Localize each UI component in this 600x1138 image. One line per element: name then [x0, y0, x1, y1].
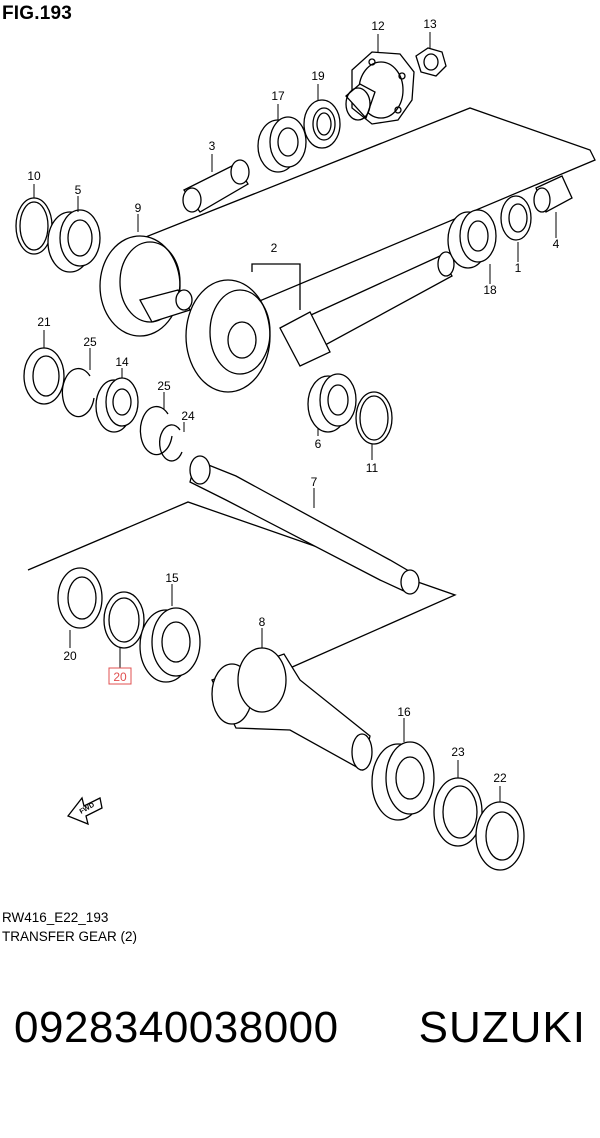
callout-7: 7: [311, 475, 318, 489]
part-2-ring-gear: [185, 279, 271, 393]
callout-22: 22: [493, 771, 507, 785]
callout-8: 8: [259, 615, 266, 629]
part-17-bearing: [257, 116, 307, 173]
callout-9: 9: [135, 201, 142, 215]
part-18-bearing: [447, 209, 497, 269]
callout-10: 10: [27, 169, 41, 183]
callout-2: 2: [271, 241, 278, 255]
part-5-bearing: [47, 209, 101, 273]
part-25-snap-ring-a: [61, 367, 95, 418]
callout-11: 11: [366, 461, 379, 475]
part-1-seal: [500, 195, 532, 241]
part-23-ring: [433, 777, 483, 847]
fig-title: FIG.193: [2, 3, 73, 24]
part-9-gear: [99, 235, 193, 337]
callout-12: 12: [371, 19, 385, 33]
part-2-pinion-shaft: [279, 251, 455, 367]
callout-21: 21: [37, 315, 51, 329]
callout-6: 6: [315, 437, 322, 451]
part-11-ring: [355, 391, 393, 445]
part-4-sleeve: [533, 175, 573, 213]
part-24-ring: [159, 424, 183, 462]
part-10-ring: [15, 197, 53, 255]
callout-5: 5: [75, 183, 82, 197]
part-number: 0928340038000: [14, 1003, 339, 1052]
callout-15: 15: [165, 571, 179, 585]
callout-leaders: [33, 32, 557, 802]
callout-13: 13: [423, 17, 437, 31]
part-15-bearing: [139, 607, 201, 683]
part-20-seal-highlighted: [103, 591, 145, 649]
callout-20: 20: [63, 649, 77, 663]
diagram-code: RW416_E22_193: [2, 910, 109, 925]
part-13-nut: [415, 47, 447, 77]
callout-20-highlighted: 20: [113, 670, 127, 684]
callout-23: 23: [451, 745, 465, 759]
diagram-caption: TRANSFER GEAR (2): [2, 929, 138, 944]
part-14-bearing: [95, 377, 139, 433]
callout-25-lower: 25: [157, 379, 171, 393]
callout-1: 1: [515, 261, 522, 275]
callout-4: 4: [553, 237, 560, 251]
brand-name: SUZUKI: [418, 1003, 586, 1052]
callout-18: 18: [483, 283, 497, 297]
callout-25-upper: 25: [83, 335, 97, 349]
part-25-snap-ring-b: [139, 405, 173, 456]
callout-14: 14: [115, 355, 129, 369]
part-21-seal: [23, 347, 65, 405]
part-16-bearing: [371, 741, 435, 821]
part-8-gear: [211, 647, 373, 771]
part-20-seal: [57, 567, 103, 629]
highlight-box-20: [108, 667, 132, 685]
callout-19: 19: [311, 69, 325, 83]
part-3-sleeve: [182, 159, 250, 213]
part-22-seal: [475, 801, 525, 871]
callout-17: 17: [271, 89, 285, 103]
part-7-shaft: [189, 455, 420, 595]
assembly-frame-upper: [117, 107, 596, 306]
callout-leader-2: [251, 263, 301, 310]
part-12-flange: [345, 51, 415, 125]
callout-3: 3: [209, 139, 216, 153]
callout-24: 24: [181, 409, 195, 423]
callout-16: 16: [397, 705, 411, 719]
fwd-arrow-icon: [66, 796, 103, 826]
part-19-seal: [303, 99, 341, 149]
part-6-bearing: [307, 373, 357, 433]
